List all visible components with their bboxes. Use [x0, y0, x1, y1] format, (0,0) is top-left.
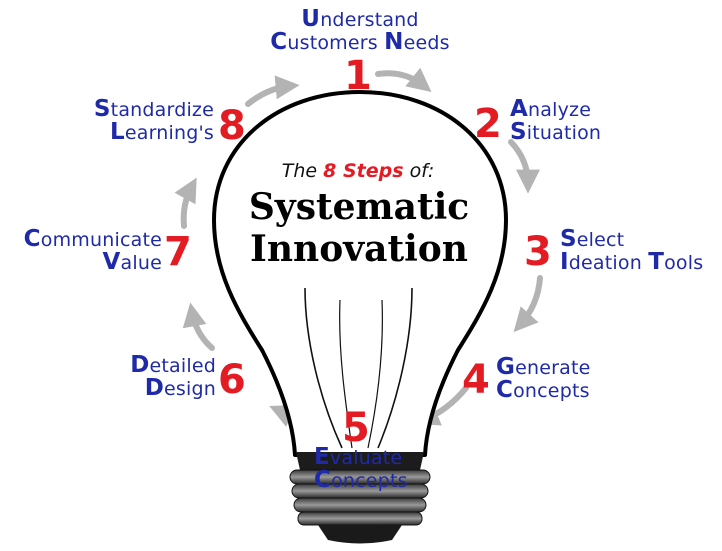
step-7-label: Communicate Value [4, 226, 162, 275]
step-1-line-1: Understand [301, 6, 419, 32]
bulb-glass [212, 90, 508, 457]
step-7-line-1: Communicate [23, 226, 162, 252]
step-4-line-1: Generate [496, 354, 591, 380]
step-4-line-2: Concepts [496, 377, 590, 403]
step-1-number: 1 [344, 53, 372, 99]
step-8-line-2: Learning's [109, 119, 214, 145]
step-5-number: 5 [342, 405, 370, 451]
filament-mid-left [339, 299, 353, 449]
step-8-line-1: Standardize [93, 96, 214, 122]
arrow-6-to-7 [182, 302, 215, 351]
title-prefix: The [281, 160, 318, 182]
arrow-8-to-1 [245, 75, 300, 107]
filament-mid-right [367, 299, 383, 449]
base-tip [318, 525, 402, 544]
arrow-2-to-3 [508, 139, 540, 194]
step-2-label: Analyze Situation [510, 96, 602, 145]
step-5-label: Evaluate Concepts [314, 444, 408, 493]
step-5-line-2: Concepts [314, 467, 408, 493]
title-line-1: Systematic [248, 186, 470, 228]
base-thread-3 [293, 497, 427, 513]
arrow-3-to-4 [513, 275, 543, 333]
base-thread-4 [297, 511, 423, 526]
title-suffix: of: [409, 160, 435, 182]
step-6-number: 6 [218, 357, 246, 403]
light-bulb-icon [212, 90, 508, 457]
step-5-line-1: Evaluate [314, 444, 403, 470]
arrow-1-to-2 [375, 67, 432, 92]
step-6-line-1: Detailed [130, 352, 216, 378]
step-2-line-2: Situation [510, 119, 602, 145]
title-accent: 8 Steps [323, 160, 404, 182]
step-3-line-2: Ideation Tools [560, 249, 704, 275]
step-8-label: Standardize Learning's [66, 96, 214, 145]
step-2-number: 2 [474, 101, 502, 147]
step-8-number: 8 [218, 103, 246, 149]
step-3-label: Select Ideation Tools [560, 226, 704, 275]
step-4-number: 4 [462, 357, 490, 403]
title-intro: The 8 Steps of: [248, 160, 468, 182]
title-line-2: Innovation [250, 228, 468, 270]
step-7-number: 7 [164, 229, 192, 275]
step-2-line-1: Analyze [510, 96, 592, 122]
step-1-line-2: Customers Needs [270, 29, 450, 55]
bulb-base [289, 452, 431, 544]
step-1-label: Understand Customers Needs [250, 6, 470, 55]
filament-right [377, 287, 413, 449]
step-6-line-2: Design [144, 375, 216, 401]
step-3-line-1: Select [560, 226, 625, 252]
arrow-7-to-8 [174, 177, 197, 229]
base-collar [296, 452, 424, 470]
step-3-number: 3 [524, 229, 552, 275]
filament-left [304, 287, 343, 449]
step-7-line-2: Value [102, 249, 162, 275]
step-4-label: Generate Concepts [496, 354, 591, 403]
step-6-label: Detailed Design [96, 352, 216, 401]
